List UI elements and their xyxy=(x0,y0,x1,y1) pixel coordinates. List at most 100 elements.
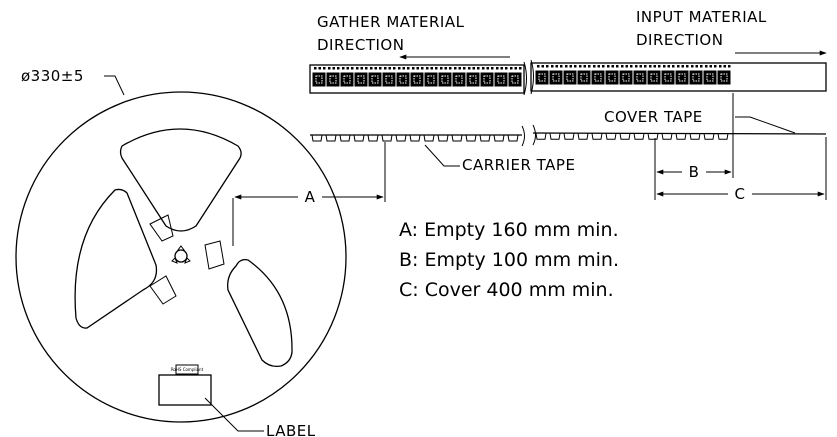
dim-a-label: A xyxy=(305,188,316,206)
sprocket-hole xyxy=(639,65,642,68)
sprocket-hole xyxy=(505,67,508,70)
pocket-component xyxy=(469,75,477,84)
reel: RoHS Compliant LABEL ø330±5 xyxy=(15,67,347,437)
side-pocket xyxy=(353,134,365,142)
tape-pocket xyxy=(535,70,549,85)
note-a: A: Empty 160 mm min. xyxy=(399,219,619,241)
sprocket-hole xyxy=(574,65,577,68)
tape-left-segment xyxy=(309,64,525,94)
pocket-component xyxy=(385,75,393,84)
sprocket-hole xyxy=(714,65,717,68)
tape-top-view xyxy=(309,59,827,96)
sprocket-hole xyxy=(458,67,461,70)
label-block xyxy=(158,374,212,406)
sprocket-hole xyxy=(314,67,317,70)
tape-pocket xyxy=(647,70,661,85)
gather-direction-line1: GATHER MATERIAL xyxy=(317,13,465,31)
reel-window-right xyxy=(227,258,293,368)
pocket-component xyxy=(413,75,421,84)
tape-side-view: COVER TAPE CARRIER TAPE xyxy=(310,108,827,174)
sprocket-hole xyxy=(346,67,349,70)
tape-pocket xyxy=(619,70,633,85)
side-pocket xyxy=(493,134,505,142)
label-sticker-text: RoHS Compliant xyxy=(171,367,204,372)
input-direction-line2: DIRECTION xyxy=(636,31,723,49)
dim-c-label: C xyxy=(735,185,746,203)
reel-window-top xyxy=(119,128,242,232)
cover-tape-leader xyxy=(735,116,796,134)
hub-center xyxy=(174,249,188,263)
sprocket-hole xyxy=(365,67,368,70)
side-pocket xyxy=(689,133,701,140)
side-pocket xyxy=(507,134,519,142)
sprocket-hole xyxy=(658,65,661,68)
sprocket-hole xyxy=(593,65,596,68)
tape-pocket xyxy=(438,72,452,87)
pocket-component xyxy=(497,75,505,84)
pocket-component xyxy=(622,73,630,82)
hub-slot-3 xyxy=(149,275,177,305)
sprocket-hole xyxy=(412,67,415,70)
side-pocket xyxy=(479,134,491,142)
reel-outline xyxy=(15,91,347,423)
side-pocket xyxy=(465,134,477,142)
sprocket-hole xyxy=(468,67,471,70)
sprocket-hole xyxy=(691,65,694,68)
pocket-component xyxy=(538,73,546,82)
sprocket-hole xyxy=(463,67,466,70)
input-direction-line1: INPUT MATERIAL xyxy=(636,8,767,26)
sprocket-hole xyxy=(519,67,522,70)
tape-pocket xyxy=(354,72,368,87)
tape-pocket xyxy=(549,70,563,85)
tape-pocket xyxy=(675,70,689,85)
tape-break-side xyxy=(521,124,536,147)
hub-key xyxy=(171,245,191,264)
sprocket-hole xyxy=(588,65,591,68)
pocket-component xyxy=(371,75,379,84)
sprocket-hole xyxy=(616,65,619,68)
sprocket-hole xyxy=(435,67,438,70)
side-pocket xyxy=(647,133,659,140)
tape-pocket xyxy=(382,72,396,87)
sprocket-hole xyxy=(681,65,684,68)
side-pocket xyxy=(381,134,393,142)
pocket-component xyxy=(678,73,686,82)
side-pocket xyxy=(423,134,435,142)
pocket-component xyxy=(720,73,728,82)
side-pocket xyxy=(703,133,715,140)
side-pocket xyxy=(619,133,631,140)
sprocket-hole xyxy=(705,65,708,68)
sprocket-hole xyxy=(440,67,443,70)
sprocket-hole xyxy=(332,67,335,70)
side-pocket xyxy=(437,134,449,142)
hub-slot-1 xyxy=(149,214,174,242)
tape-pocket xyxy=(633,70,647,85)
tape-break-top xyxy=(523,59,534,96)
tape-pocket xyxy=(424,72,438,87)
tape-pocket xyxy=(368,72,382,87)
pocket-component xyxy=(692,73,700,82)
pocket-component xyxy=(580,73,588,82)
sprocket-hole xyxy=(597,65,600,68)
sprocket-hole xyxy=(421,67,424,70)
label-text: LABEL xyxy=(266,422,316,437)
tape-pocket xyxy=(577,70,591,85)
sprocket-hole xyxy=(709,65,712,68)
tape-pocket xyxy=(396,72,410,87)
sprocket-hole xyxy=(323,67,326,70)
tape-pocket xyxy=(689,70,703,85)
pocket-component xyxy=(706,73,714,82)
carrier-tape-text: CARRIER TAPE xyxy=(462,156,575,174)
side-pocket xyxy=(675,133,687,140)
sprocket-hole xyxy=(407,67,410,70)
sprocket-hole xyxy=(635,65,638,68)
sprocket-hole xyxy=(514,67,517,70)
sprocket-hole xyxy=(500,67,503,70)
hub-slot-2 xyxy=(204,240,225,270)
side-pocket xyxy=(311,134,323,142)
sprocket-hole xyxy=(510,67,513,70)
sprocket-hole xyxy=(611,65,614,68)
pocket-component xyxy=(455,75,463,84)
pocket-component xyxy=(483,75,491,84)
